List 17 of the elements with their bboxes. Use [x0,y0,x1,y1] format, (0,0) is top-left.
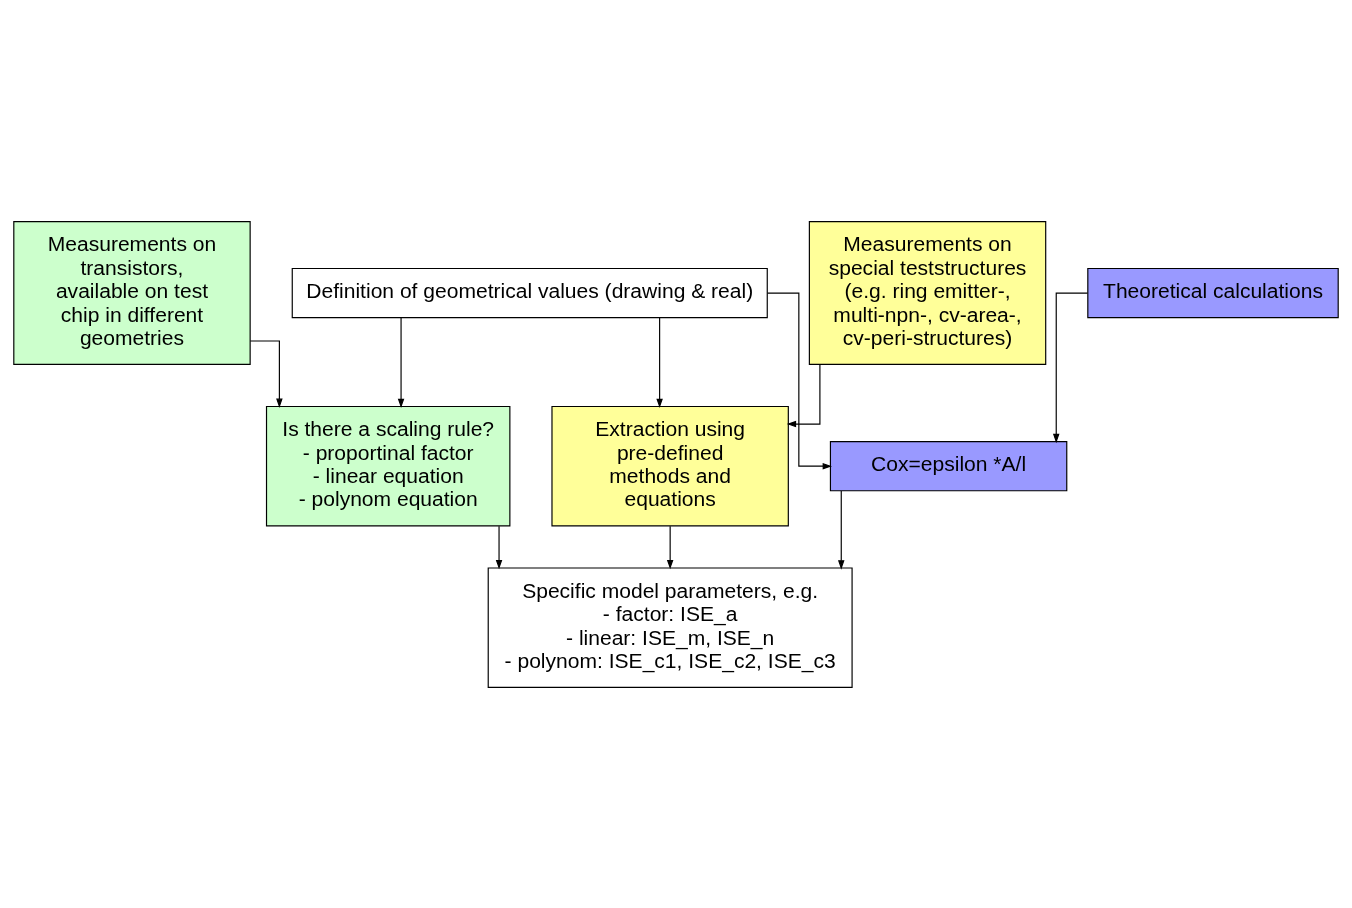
arrow [666,525,674,569]
arrow [397,316,405,408]
arrow [837,490,845,570]
node-box: Cox=epsilon *A/l [829,440,1068,491]
arrow [1052,291,1089,443]
arrow [656,316,663,408]
node-box: Definition of geometrical values (drawing & real) [291,267,768,318]
node-box: Extraction using pre-defined methods and equations [551,405,789,526]
node-box: Is there a scaling rule? - proportinal factor - linear equation - polynom equation [265,405,511,526]
arrow [786,363,821,427]
node-box: Specific model parameters, e.g. - factor: ISE_a - linear: ISE_m, ISE_n - polynom: ISE_c1, ISE_c2, ISE_c3 [487,566,853,688]
arrow [495,525,503,569]
node-box: Measurements on special teststructures (e.g. ring emitter-, multi-npn-, cv-area-, cv-peri-structures) [808,220,1047,365]
node-box: Measurements on transistors, available on test chip in different geometries [13,220,251,365]
arrow [766,291,832,469]
arrow [249,339,283,408]
node-box: Theoretical calculations [1087,267,1339,318]
